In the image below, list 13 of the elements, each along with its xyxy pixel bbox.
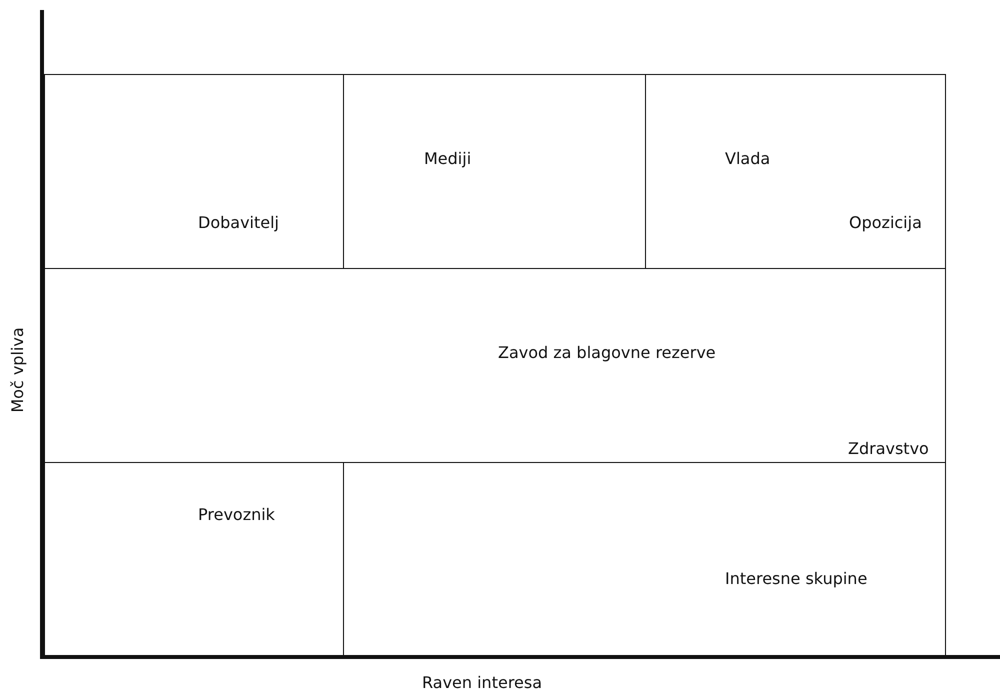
stakeholder-label: Vlada — [725, 149, 770, 169]
stakeholder-label: Zdravstvo — [848, 439, 929, 459]
stakeholder-label: Dobavitelj — [198, 213, 279, 233]
stakeholder-label: Prevoznik — [198, 505, 275, 525]
grid-cell — [645, 74, 946, 269]
stakeholder-label: Opozicija — [849, 213, 922, 233]
stakeholder-label: Zavod za blagovne rezerve — [498, 343, 716, 363]
axis-title: Raven interesa — [422, 673, 542, 693]
axis-title: Moč vpliva — [8, 327, 28, 413]
grid-cell — [44, 268, 946, 463]
stakeholder-label: Interesne skupine — [725, 569, 868, 589]
stakeholder-label: Mediji — [424, 149, 472, 169]
grid-cell — [44, 74, 344, 269]
